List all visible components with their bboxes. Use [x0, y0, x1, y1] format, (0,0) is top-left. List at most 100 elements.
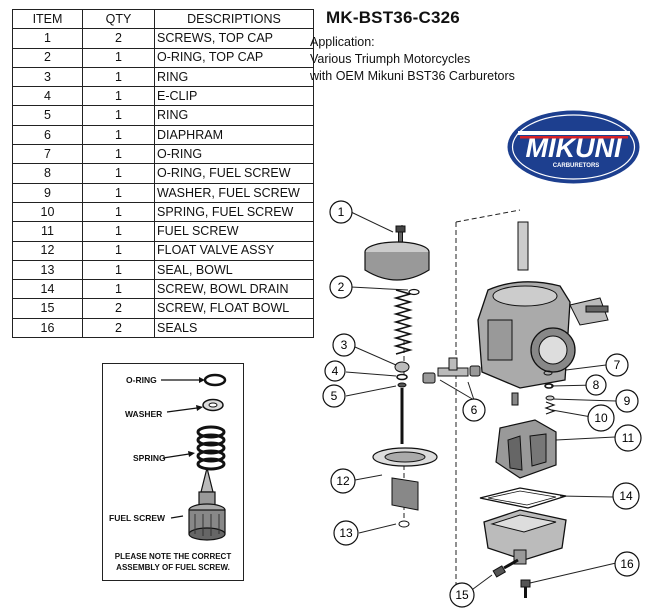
callout-10: 10	[587, 404, 615, 432]
part-top-cap-screw	[395, 225, 406, 243]
callout-circle	[587, 404, 615, 432]
part-drain-screw-seal	[520, 579, 531, 598]
cell-description: WASHER, FUEL SCREW	[154, 182, 314, 203]
cell-item: 3	[12, 66, 83, 88]
logo-oval	[507, 110, 640, 184]
cell-item: 5	[12, 105, 83, 126]
inset-label-spring: SPRING	[133, 453, 166, 463]
part-carburetor-body	[477, 281, 609, 389]
cell-description: SCREW, FLOAT BOWL	[154, 298, 314, 319]
callout-number: 12	[336, 474, 350, 488]
application-block: Application: Various Triumph Motorcycles…	[310, 34, 515, 85]
cell-qty: 1	[82, 86, 155, 107]
column-header-descriptions: DESCRIPTIONS	[154, 8, 314, 30]
callout-9: 9	[615, 389, 639, 413]
callout-number: 3	[341, 338, 348, 352]
callout-circle	[333, 520, 359, 546]
callout-circle	[330, 468, 356, 494]
cell-qty: 1	[82, 105, 155, 126]
application-label: Application:	[310, 35, 375, 49]
inset-label-fuel-screw: FUEL SCREW	[109, 513, 166, 523]
column-header-qty: QTY	[82, 8, 155, 30]
part-oring-7	[543, 370, 553, 376]
column-header-item: ITEM	[12, 8, 83, 30]
callout-11: 11	[614, 424, 642, 452]
kit-title: MK-BST36-C326	[326, 8, 460, 27]
cell-qty: 1	[82, 124, 155, 146]
cell-item: 12	[12, 240, 83, 261]
callout-number: 2	[338, 280, 345, 294]
cell-item: 11	[12, 221, 83, 242]
logo-sub-text: CARBURETORS	[553, 163, 600, 169]
callout-2: 2	[329, 275, 353, 299]
logo-stripe-red	[520, 136, 628, 139]
inset-note: PLEASE NOTE THE CORRECT ASSEMBLY OF FUEL…	[103, 551, 243, 573]
mikuni-logo: MIKUNI CARBURETORS	[507, 110, 640, 184]
cell-item: 2	[12, 47, 83, 68]
part-bowl-gasket	[479, 487, 567, 509]
cell-description: E-CLIP	[154, 86, 314, 107]
cell-item: 6	[12, 124, 83, 146]
cell-qty: 1	[82, 163, 155, 184]
cell-item: 15	[12, 298, 83, 319]
callout-14: 14	[612, 482, 640, 510]
cell-qty: 1	[82, 47, 155, 68]
callout-number: 7	[614, 358, 621, 372]
callout-circle	[612, 482, 640, 510]
application-line-1: Various Triumph Motorcycles	[310, 52, 471, 66]
cell-qty: 1	[82, 66, 155, 88]
part-top-cap-oring	[408, 288, 420, 296]
callout-number: 4	[332, 364, 339, 378]
logo-brand-text: MIKUNI	[526, 133, 622, 163]
cell-description: RING	[154, 66, 314, 88]
cell-qty: 2	[82, 28, 155, 49]
callout-circle	[462, 398, 486, 422]
cell-description: SEALS	[154, 317, 314, 339]
callout-circle	[322, 384, 346, 408]
cell-qty: 1	[82, 182, 155, 203]
callout-number: 13	[339, 526, 353, 540]
part-ring-lower	[397, 382, 407, 388]
cell-item: 1	[12, 28, 83, 49]
cell-description: O-RING, FUEL SCREW	[154, 163, 314, 184]
part-bowl-seal	[398, 520, 410, 528]
cell-description: SPRING, FUEL SCREW	[154, 201, 314, 223]
inset-note-line-1: PLEASE NOTE THE CORRECT	[114, 552, 232, 561]
inset-note-line-2: ASSEMBLY OF FUEL SCREW.	[116, 563, 230, 572]
part-vent-tube	[517, 221, 529, 271]
cell-item: 7	[12, 144, 83, 165]
callout-12: 12	[330, 468, 356, 494]
callout-circle	[585, 374, 607, 396]
logo-stripe-white	[518, 131, 630, 135]
callout-16: 16	[614, 551, 640, 577]
oring-icon	[203, 373, 227, 387]
inset-label-washer: WASHER	[125, 409, 163, 419]
callout-circle	[614, 551, 640, 577]
part-e-clip	[396, 373, 408, 381]
callout-3: 3	[332, 333, 356, 357]
cell-description: SEAL, BOWL	[154, 259, 314, 281]
cell-qty: 1	[82, 279, 155, 300]
part-top-cap	[364, 241, 430, 281]
part-float-bowl	[483, 509, 567, 565]
cell-qty: 1	[82, 240, 155, 261]
part-fuel-tee-fitting	[422, 357, 481, 384]
callout-circle	[614, 424, 642, 452]
cell-description: RING	[154, 105, 314, 126]
logo-oval-ring	[511, 114, 636, 180]
cell-qty: 1	[82, 144, 155, 165]
